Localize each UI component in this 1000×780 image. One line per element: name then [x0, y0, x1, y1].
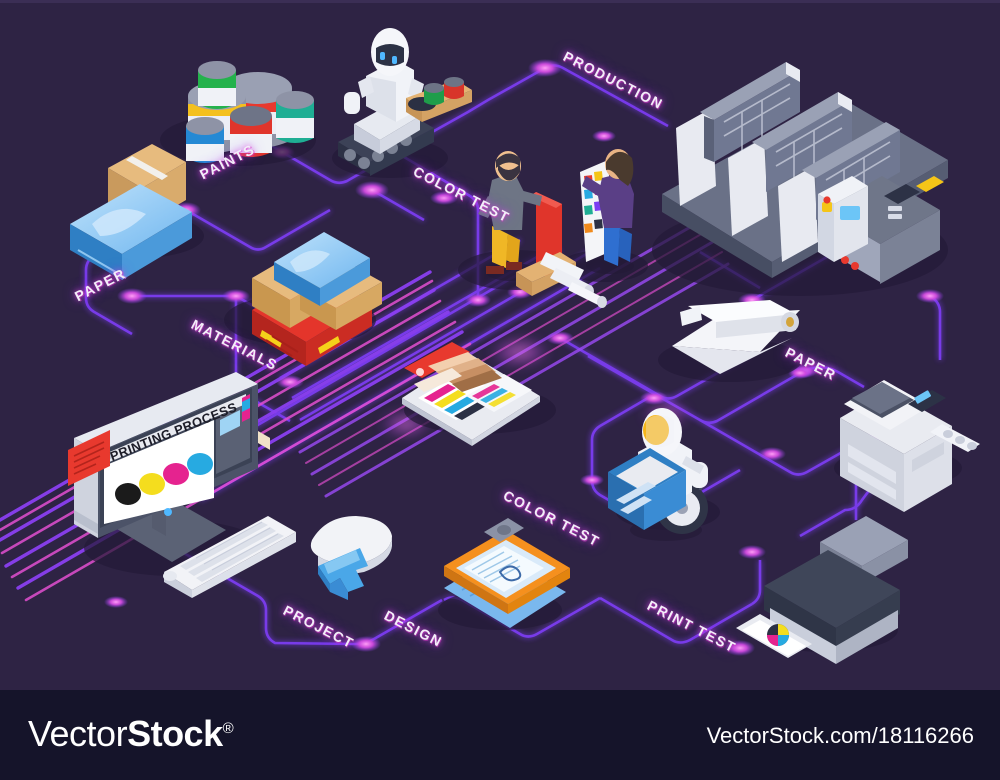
paint-cans-object: [186, 61, 314, 163]
wheeled-robot-object: [608, 408, 708, 541]
paper-roll-large-object: [672, 300, 800, 374]
paper-pack-object: [70, 184, 192, 280]
keyboard-object: [163, 516, 296, 598]
color-swatch-fan-object: [402, 342, 540, 446]
brand-name-thin: Vector: [28, 713, 128, 754]
vectorstock-logo: VectorStock®: [28, 713, 234, 755]
printing-press-object: [662, 62, 948, 284]
isometric-objects-layer: [68, 28, 980, 664]
desktop-monitor-object: [68, 372, 258, 562]
canvas-top-border: [0, 0, 1000, 3]
copier-mfp-object: [840, 380, 980, 512]
materials-cart-object: [252, 232, 382, 450]
registered-mark: ®: [222, 720, 234, 737]
paper-rolls-object: [516, 252, 607, 308]
clipboard-object: [444, 518, 570, 628]
brand-name-bold: Stock: [127, 713, 223, 754]
tracked-robot-object: [338, 28, 472, 176]
worker-color-chart-object: [580, 149, 634, 274]
source-url: VectorStock.com/18116266: [706, 723, 974, 748]
watermark-footer: VectorStock® VectorStock.com/18116266: [0, 690, 1000, 780]
cursor-arrow-object: [318, 548, 368, 600]
inkjet-printer-object: [736, 516, 908, 664]
